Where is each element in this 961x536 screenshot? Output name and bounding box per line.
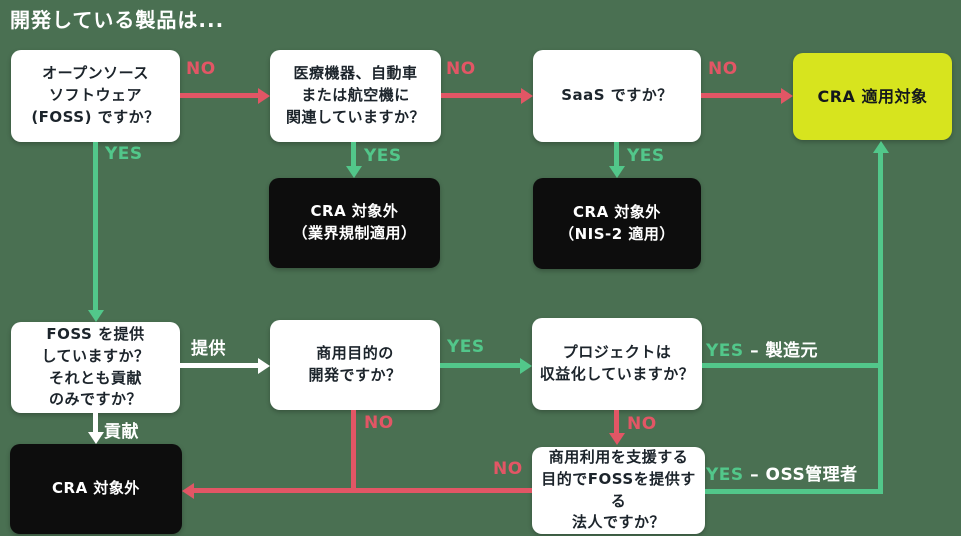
edge-no-legal-line xyxy=(194,488,532,493)
arrowhead-down-icon xyxy=(346,166,362,178)
edge-no-saas-line xyxy=(701,93,781,98)
arrowhead-down-icon xyxy=(609,166,625,178)
edge-no-foss-line xyxy=(180,93,258,98)
edge-yes-foss-line xyxy=(93,142,98,310)
edge-label-provide: 提供 xyxy=(191,339,226,359)
edge-contribute-line xyxy=(93,413,98,432)
edge-label-yes-manufacturer: YES – 製造元 xyxy=(706,336,818,361)
edge-label-yes-manufacturer-role: – 製造元 xyxy=(743,341,819,361)
arrowhead-down-icon xyxy=(609,433,625,445)
node-commercial-question: 商用目的の 開発ですか？ xyxy=(270,320,440,410)
edge-label-yes-steward-yes: YES xyxy=(706,465,744,485)
edge-label-yes-steward: YES – OSS管理者 xyxy=(706,460,858,485)
diagram-title: 開発している製品は... xyxy=(10,8,225,32)
edge-label-yes-commercial: YES xyxy=(447,337,485,357)
edge-label-no-monetized: NO xyxy=(627,414,657,434)
edge-no-regulated-line xyxy=(441,93,521,98)
node-out-industry: CRA 対象外 （業界規制適用） xyxy=(269,178,440,268)
edge-no-commercial-line xyxy=(351,410,356,493)
edge-label-yes-steward-role: – OSS管理者 xyxy=(743,465,858,485)
arrowhead-left-icon xyxy=(182,483,194,499)
edge-yes-regulated-line xyxy=(351,142,356,166)
edge-label-no-saas: NO xyxy=(708,59,738,79)
node-out-of-scope: CRA 対象外 xyxy=(10,444,182,534)
edge-label-no-regulated: NO xyxy=(446,59,476,79)
edge-label-yes-manufacturer-yes: YES xyxy=(706,341,744,361)
node-out-nis2: CRA 対象外 （NIS-2 適用） xyxy=(533,178,701,269)
edge-yes-manufacturer-line xyxy=(702,363,880,368)
arrowhead-down-icon xyxy=(88,432,104,444)
edge-provide-line xyxy=(180,363,258,368)
arrowhead-right-icon xyxy=(521,88,533,104)
edge-no-monetized-line xyxy=(614,410,619,433)
node-monetized-question: プロジェクトは 収益化していますか？ xyxy=(532,318,702,410)
edge-label-yes-saas: YES xyxy=(627,146,665,166)
node-legal-entity-question: 商用利用を支援する 目的でFOSSを提供する 法人ですか？ xyxy=(532,447,705,534)
edge-trunk-to-in-scope-line xyxy=(878,152,883,494)
edge-label-yes-regulated: YES xyxy=(364,146,402,166)
node-regulated-question: 医療機器、自動車 または航空機に 関連していますか？ xyxy=(270,50,441,142)
node-provide-question: FOSS を提供 していますか？ それとも貢献 のみですか？ xyxy=(11,322,180,413)
arrowhead-down-icon xyxy=(88,310,104,322)
edge-label-yes-foss: YES xyxy=(105,144,143,164)
edge-yes-saas-line xyxy=(614,142,619,166)
edge-yes-steward-line xyxy=(705,489,883,494)
edge-yes-commercial-line xyxy=(440,363,520,368)
arrowhead-right-icon xyxy=(781,88,793,104)
node-saas-question: SaaS ですか？ xyxy=(533,50,701,142)
arrowhead-up-icon xyxy=(873,141,889,153)
node-foss-question: オープンソース ソフトウェア (FOSS) ですか？ xyxy=(11,50,180,142)
arrowhead-right-icon xyxy=(258,88,270,104)
arrowhead-right-icon xyxy=(258,358,270,374)
edge-label-contribute: 貢献 xyxy=(104,422,139,442)
edge-label-no-legal: NO xyxy=(493,459,523,479)
arrowhead-right-icon xyxy=(520,358,532,374)
node-cra-in-scope: CRA 適用対象 xyxy=(793,53,952,140)
edge-label-no-commercial: NO xyxy=(364,413,394,433)
edge-label-no-foss: NO xyxy=(186,59,216,79)
